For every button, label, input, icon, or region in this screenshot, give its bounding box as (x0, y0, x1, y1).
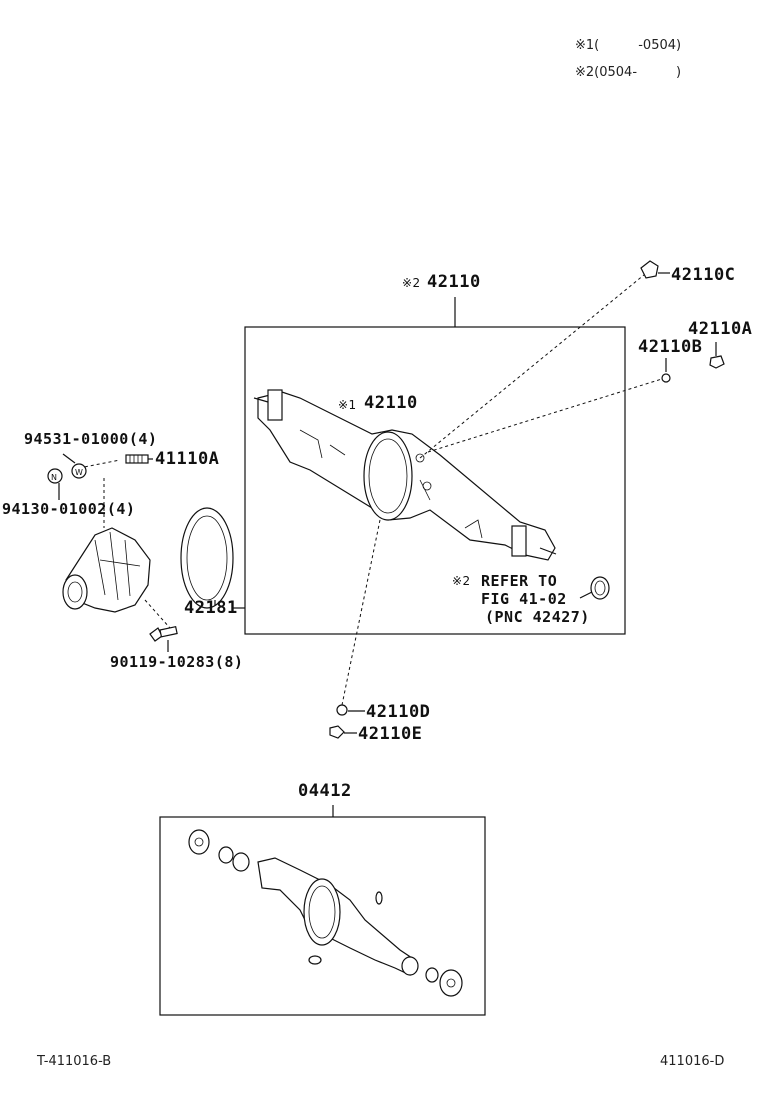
refer-line-1: REFER TO (481, 572, 558, 590)
part-94531-01000[interactable]: 94531-01000(4) (24, 430, 158, 448)
housing-inner-mark: ※1 (338, 398, 357, 412)
legend-note-2: ※2(0504- ) (575, 65, 682, 80)
part-42110-inner[interactable]: 42110 (364, 393, 418, 413)
stud-bolt-icon (125, 454, 149, 464)
part-42110-top[interactable]: 42110 (427, 272, 481, 292)
kit-frame (159, 816, 486, 1016)
axle-housing-icon (253, 389, 557, 561)
plug-icon (709, 355, 725, 369)
oil-seal-icon (590, 576, 610, 600)
breather-icon (640, 260, 659, 279)
svg-text:W: W (75, 468, 83, 477)
housing-frame (244, 326, 626, 635)
plug-icon (661, 373, 671, 383)
part-42110A-right[interactable]: 42110A (688, 319, 753, 339)
axle-housing-icon (188, 829, 463, 997)
part-41110A[interactable]: 41110A (155, 449, 220, 469)
refer-mark: ※2 (452, 574, 471, 588)
bolt-icon (149, 625, 178, 642)
svg-text:N: N (51, 473, 57, 482)
differential-carrier-icon (62, 527, 151, 613)
refer-line-3: (PNC 42427) (485, 608, 590, 626)
nut-icon: N (47, 468, 63, 484)
part-42110C[interactable]: 42110C (671, 265, 736, 285)
footer-left-code: T-411016-B (37, 1054, 112, 1069)
part-04412[interactable]: 04412 (298, 781, 352, 801)
part-94130-01002[interactable]: 94130-01002(4) (2, 500, 136, 518)
refer-line-2[interactable]: FIG 41-02 (481, 590, 567, 608)
legend-note-1: ※1( -0504) (575, 38, 682, 53)
part-42181[interactable]: 42181 (184, 598, 238, 618)
part-42110B[interactable]: 42110B (638, 337, 703, 357)
housing-top-mark: ※2 (402, 276, 421, 290)
part-42110E[interactable]: 42110E (358, 724, 423, 744)
part-42110D[interactable]: 42110D (366, 702, 431, 722)
part-90119-10283[interactable]: 90119-10283(8) (110, 653, 244, 671)
gasket-icon (180, 507, 234, 609)
footer-right-code: 411016-D (660, 1054, 725, 1069)
washer-icon: W (71, 463, 87, 479)
